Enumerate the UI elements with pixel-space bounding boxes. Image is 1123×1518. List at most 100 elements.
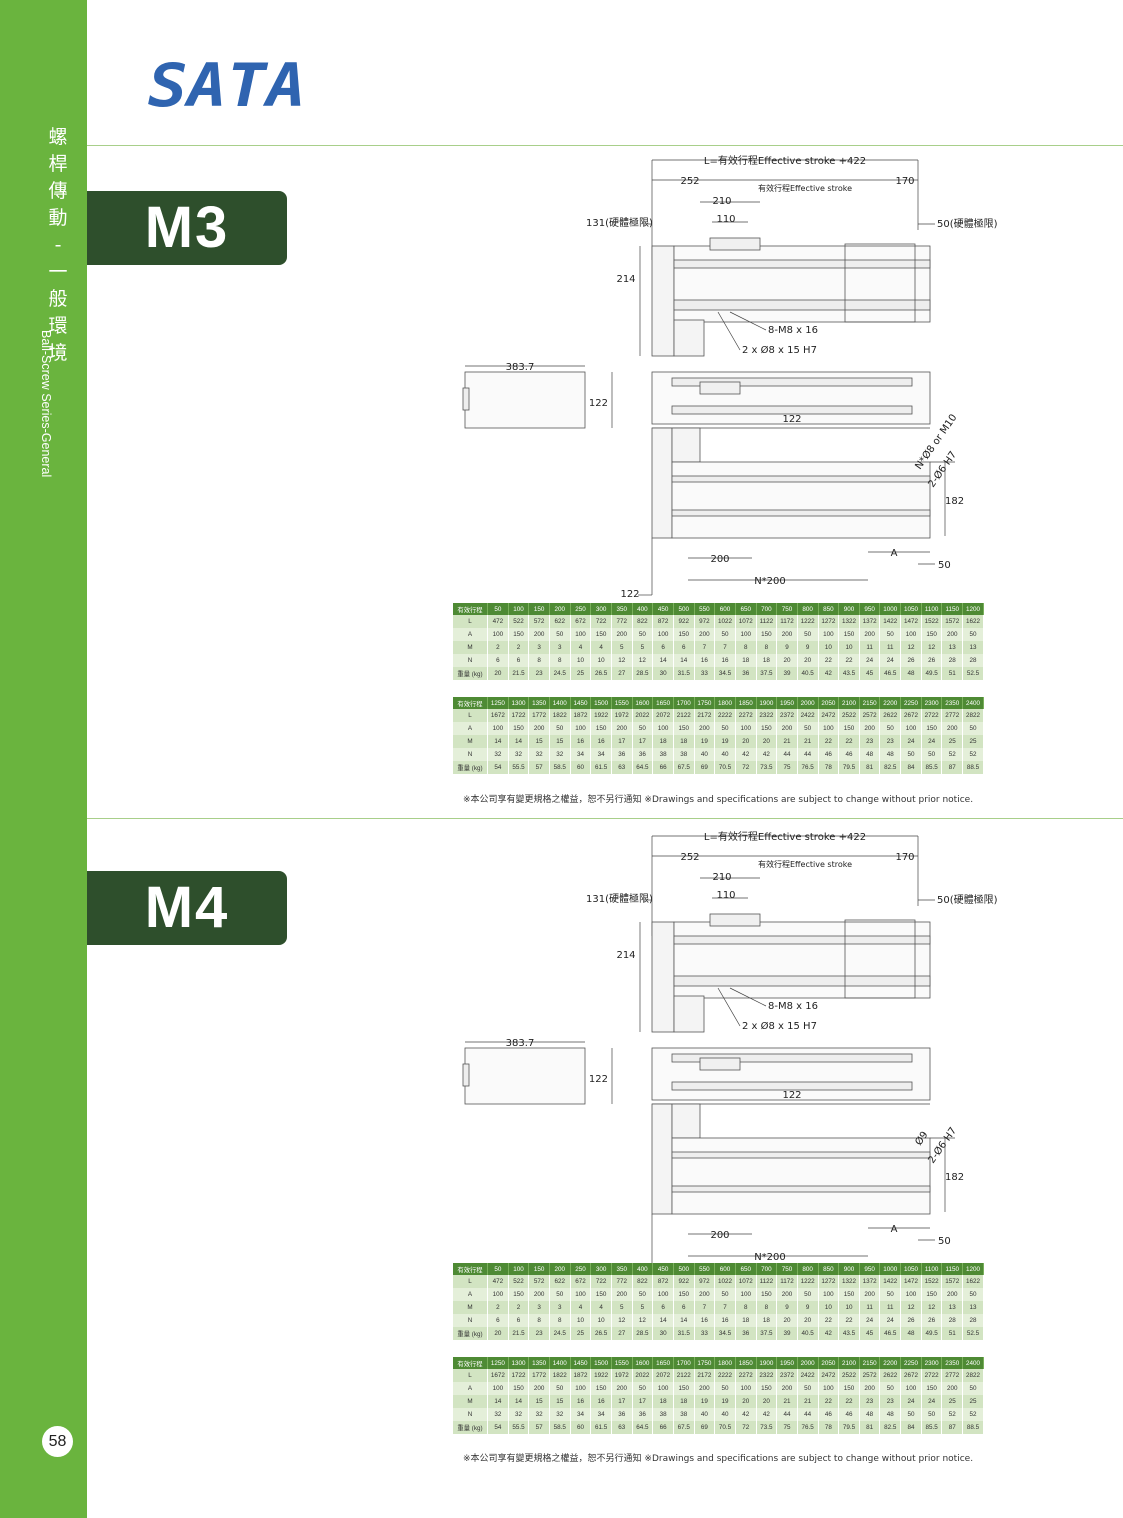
table-cell: 26.5	[590, 667, 612, 680]
table-cell: 1922	[590, 709, 612, 722]
table-header-cell: 1550	[611, 697, 633, 709]
table-cell: 45	[859, 667, 881, 680]
table-cell: 18	[735, 1314, 757, 1327]
table-cell: 1622	[962, 615, 984, 628]
section-divider	[87, 818, 1123, 819]
dim-label-d200: 200	[710, 554, 729, 565]
table-cell: 20	[735, 1395, 757, 1408]
table-cell: 2772	[941, 1369, 964, 1382]
table-header-cell: 300	[590, 603, 612, 615]
table-cell: 13	[941, 1301, 964, 1314]
table-cell: 200	[941, 722, 964, 735]
table-header-cell: 1150	[941, 603, 964, 615]
table-cell: 1222	[797, 1275, 819, 1288]
table-cell: 150	[756, 628, 778, 641]
dim-label-L: L=有效行程Effective stroke +422	[704, 830, 866, 843]
table-header-cell: 1950	[776, 1357, 798, 1369]
table-cell: 100	[900, 1382, 922, 1395]
table-cell: 1322	[838, 615, 860, 628]
table-cell: 76.5	[797, 1421, 819, 1434]
table-cell: 55.5	[508, 1421, 530, 1434]
table-cell: 46	[838, 1408, 860, 1421]
svg-text:SATA: SATA	[148, 58, 306, 112]
table-cell: 30	[652, 667, 674, 680]
table-cell: 22	[838, 1314, 860, 1327]
table-cell: 50	[797, 1382, 819, 1395]
table-header-cell: 2250	[900, 1357, 922, 1369]
dim-label-lim131: 131(硬體極限)	[586, 216, 653, 229]
table-cell: 2	[508, 1301, 530, 1314]
table-cell: 88.5	[962, 1421, 984, 1434]
table-cell: L	[453, 1369, 488, 1382]
table-cell: 100	[652, 1288, 674, 1301]
table-cell: 8	[756, 641, 778, 654]
table-cell: 150	[756, 1382, 778, 1395]
table-cell: 32	[549, 748, 571, 761]
table-cell: 25	[570, 667, 592, 680]
dim-label-w122: 122	[782, 414, 801, 425]
table-cell: 49.5	[921, 667, 943, 680]
table-cell: 11	[859, 641, 881, 654]
table-cell: 100	[735, 722, 757, 735]
table-header-cell: 1800	[714, 697, 736, 709]
table-cell: 8	[528, 1314, 550, 1327]
sidebar-cn-char: 螺	[48, 126, 68, 148]
table-header-cell: 1650	[652, 697, 674, 709]
table-header-cell: 550	[694, 1263, 716, 1275]
table-cell: 100	[900, 1288, 922, 1301]
dim-label-L: L=有效行程Effective stroke +422	[704, 154, 866, 167]
table-cell: 1122	[756, 615, 778, 628]
table-header-cell: 1450	[570, 697, 592, 709]
table-cell: 24	[921, 1395, 943, 1408]
table-cell: 2472	[818, 1369, 840, 1382]
table-cell: 200	[528, 1382, 550, 1395]
table-cell: A	[453, 1382, 488, 1395]
table-cell: 40	[694, 748, 716, 761]
dim-label-lim50: 50(硬體極限)	[937, 893, 998, 906]
dim-label-n200: N*200	[754, 1252, 786, 1263]
table-cell: 79.5	[838, 1421, 860, 1434]
table-cell: 12	[921, 1301, 943, 1314]
table-cell: 50	[921, 748, 943, 761]
table-cell: 472	[487, 1275, 509, 1288]
table-cell: 12	[632, 1314, 654, 1327]
table-cell: 42	[756, 1408, 778, 1421]
table-header-cell: 1050	[900, 603, 922, 615]
dim-label-dA: A	[891, 548, 898, 559]
table-cell: 25	[941, 1395, 964, 1408]
table-cell: 50	[879, 1288, 902, 1301]
table-cell: 50	[962, 628, 984, 641]
table-cell: 51	[941, 667, 964, 680]
table-header-cell: 1350	[528, 1357, 550, 1369]
table-cell: 21	[776, 735, 798, 748]
table-cell: 28	[962, 1314, 984, 1327]
table-cell: 45	[859, 1327, 881, 1340]
dim-label-w122: 122	[782, 1090, 801, 1101]
table-cell: 26	[900, 1314, 922, 1327]
table-header-cell: 有效行程	[453, 1357, 488, 1369]
table-cell: 70.5	[714, 1421, 736, 1434]
table-header-cell: 1700	[673, 697, 695, 709]
table-cell: 2022	[632, 1369, 654, 1382]
table-cell: 13	[962, 1301, 984, 1314]
table-header-cell: 1650	[652, 1357, 674, 1369]
table-cell: 722	[590, 615, 612, 628]
table-cell: 200	[611, 628, 633, 641]
table-cell: 48	[879, 748, 902, 761]
table-cell: 200	[776, 722, 798, 735]
table-cell: 1522	[921, 1275, 943, 1288]
table-header-cell: 700	[756, 1263, 778, 1275]
table-cell: A	[453, 722, 488, 735]
table-cell: 14	[508, 1395, 530, 1408]
dim-label-d252: 252	[680, 176, 699, 187]
table-header-cell: 950	[859, 1263, 881, 1275]
table-header-cell: 2200	[879, 1357, 902, 1369]
table-cell: 200	[694, 628, 716, 641]
table-cell: 100	[652, 628, 674, 641]
table-cell: 10	[838, 1301, 860, 1314]
table-header-cell: 1050	[900, 1263, 922, 1275]
table-header-cell: 1600	[632, 1357, 654, 1369]
table-cell: 10	[570, 1314, 592, 1327]
